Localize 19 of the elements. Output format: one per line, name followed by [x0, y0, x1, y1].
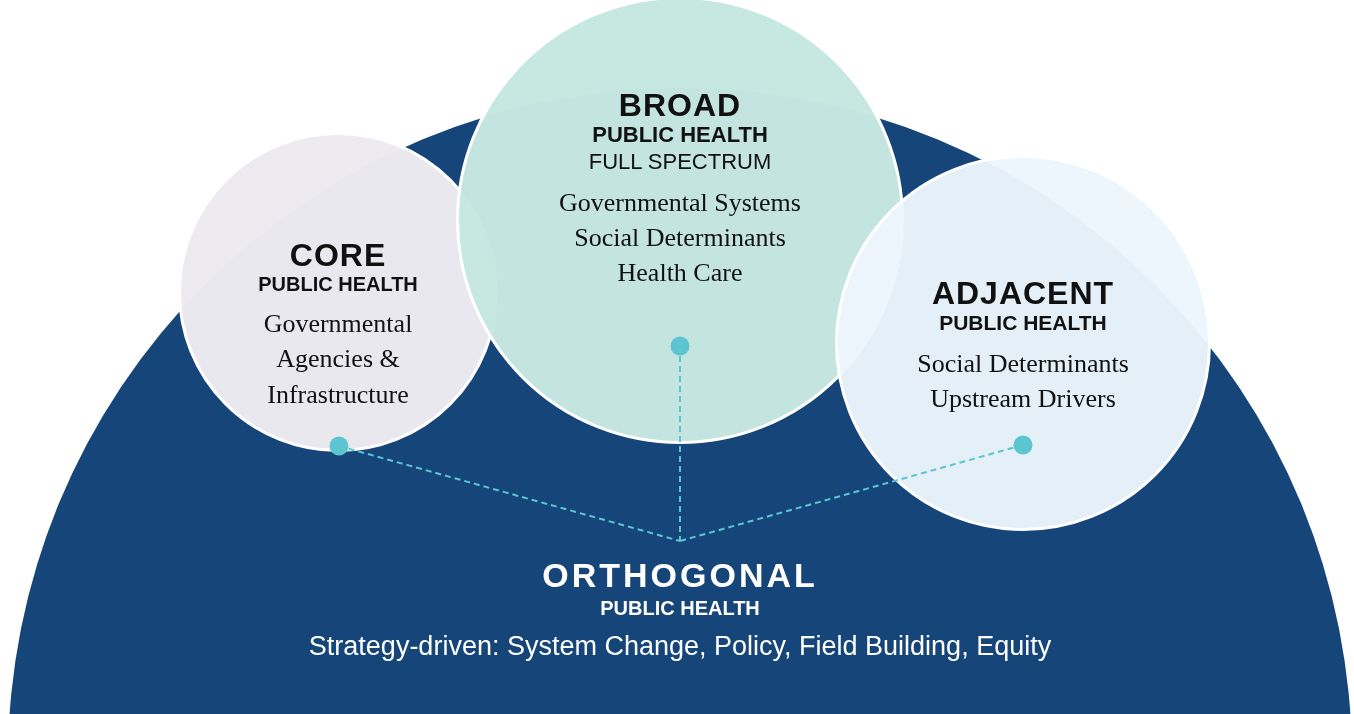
- body-text: Governmental Agencies & Infrastructure: [262, 308, 414, 411]
- subheading: FULL SPECTRUM: [588, 148, 772, 176]
- heading: ORTHOGONAL: [542, 555, 818, 596]
- body-text: Upstream Drivers: [930, 382, 1116, 415]
- heading: BROAD: [618, 86, 742, 125]
- leader-line: [329, 436, 681, 542]
- body-text: Strategy-driven: System Change, Policy, Field Building, Equity: [308, 629, 1052, 663]
- body-text: Social Determinants: [917, 347, 1129, 380]
- heading: ADJACENT: [931, 274, 1115, 313]
- subheading: PUBLIC HEALTH: [600, 595, 760, 620]
- heading: CORE: [289, 236, 387, 275]
- subheading: PUBLIC HEALTH: [258, 272, 418, 297]
- subheading: PUBLIC HEALTH: [592, 122, 768, 149]
- subheading: PUBLIC HEALTH: [939, 310, 1107, 336]
- body-text: Health Care: [617, 257, 743, 290]
- leader-line: [670, 336, 690, 542]
- body-text: Social Determinants: [574, 222, 786, 255]
- leader-line: [679, 435, 1033, 542]
- body-text: Governmental Systems: [559, 187, 801, 220]
